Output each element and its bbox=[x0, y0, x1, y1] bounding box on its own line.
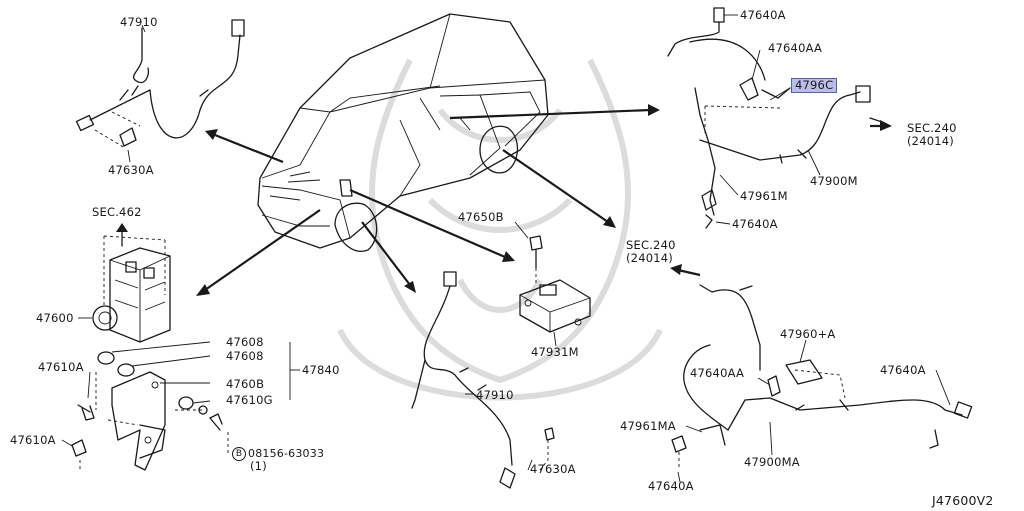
label-sec240-b: SEC.240 bbox=[626, 238, 676, 252]
rear-sensor-right-bottom bbox=[670, 264, 973, 483]
label-47610a-upper: 47610A bbox=[38, 360, 84, 374]
label-47630a-top: 47630A bbox=[108, 163, 154, 177]
label-47900m: 47900M bbox=[810, 174, 858, 188]
label-sec462: SEC.462 bbox=[92, 205, 142, 219]
label-47640a-top: 47640A bbox=[740, 8, 786, 22]
label-47640a-right: 47640A bbox=[880, 363, 926, 377]
label-47961ma: 47961MA bbox=[620, 419, 676, 433]
bolt-code-text: 08156-63033 bbox=[248, 447, 325, 460]
front-sensor-top-left bbox=[75, 19, 245, 163]
label-47640a-mid: 47640A bbox=[732, 217, 778, 231]
abs-actuator bbox=[78, 223, 171, 343]
label-sec240-b-sub: (24014) bbox=[626, 251, 673, 265]
actuator-bracket bbox=[61, 341, 300, 471]
label-47610g: 47610G bbox=[226, 393, 273, 407]
front-sensor-center bbox=[411, 271, 555, 489]
vehicle bbox=[257, 13, 549, 252]
yaw-rate-sensor bbox=[514, 221, 591, 347]
label-47960a: 47960+A bbox=[780, 327, 836, 341]
label-4796c-highlighted[interactable]: 4796C bbox=[790, 78, 838, 93]
bolt-circle-b: B bbox=[232, 447, 246, 461]
label-sec240-a: SEC.240 bbox=[907, 121, 957, 135]
label-47640aa-top: 47640AA bbox=[768, 41, 823, 55]
label-47640a-bot: 47640A bbox=[648, 479, 694, 493]
label-47931m: 47931M bbox=[531, 345, 579, 359]
label-4760b: 4760B bbox=[226, 377, 265, 391]
label-47910-top: 47910 bbox=[120, 15, 158, 29]
label-sec240-a-sub: (24014) bbox=[907, 134, 954, 148]
label-bolt-qty: (1) bbox=[250, 459, 267, 473]
diagram-code: J47600V2 bbox=[932, 493, 994, 508]
label-47630a-mid: 47630A bbox=[530, 462, 576, 476]
pointer-arrows bbox=[196, 104, 660, 296]
label-47608-a: 47608 bbox=[226, 335, 264, 349]
label-47900ma: 47900MA bbox=[744, 455, 800, 469]
rear-sensor-right-top bbox=[667, 7, 892, 229]
label-47608-b: 47608 bbox=[226, 349, 264, 363]
label-47650b: 47650B bbox=[458, 210, 504, 224]
label-47910-mid: 47910 bbox=[476, 388, 514, 402]
watermark-crest bbox=[337, 58, 663, 401]
label-47640aa-low: 47640AA bbox=[690, 366, 745, 380]
label-47600: 47600 bbox=[36, 311, 74, 325]
label-47961m: 47961M bbox=[740, 189, 788, 203]
label-47610a-lower: 47610A bbox=[10, 433, 56, 447]
label-47840: 47840 bbox=[302, 363, 340, 377]
